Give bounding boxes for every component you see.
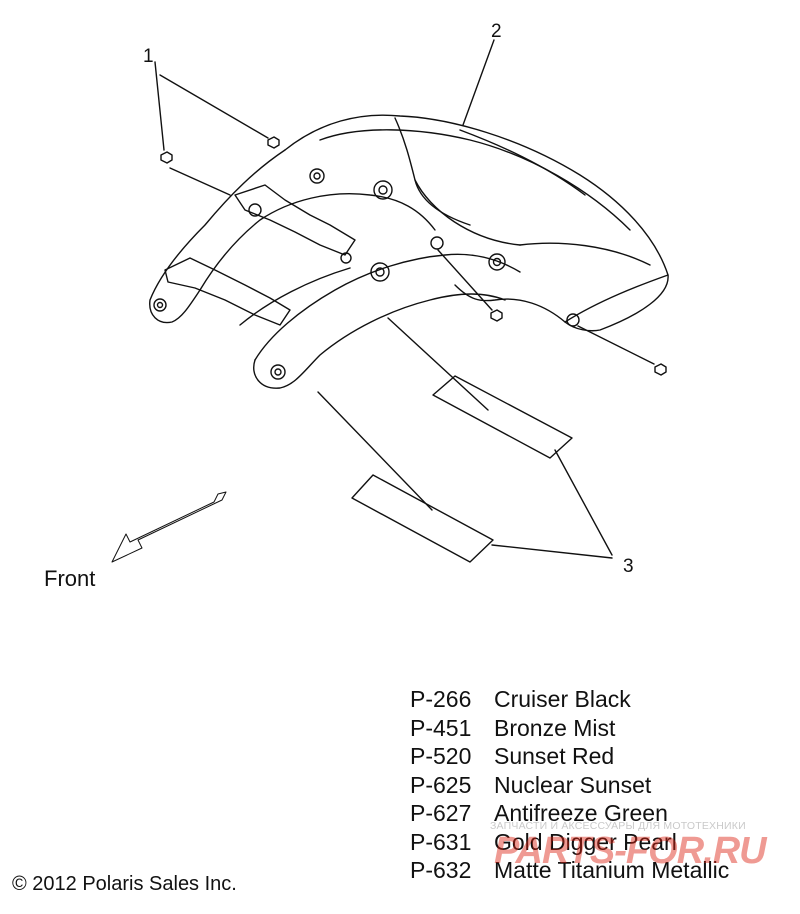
fastener-1b [267, 136, 280, 149]
fender-lower-rim-outer [253, 293, 506, 389]
fastener-1c [490, 309, 503, 322]
fender-inner-arch [149, 149, 286, 324]
callout-2: 2 [491, 21, 502, 42]
bracket-strip-upper [234, 184, 356, 256]
front-arrow-icon [111, 491, 227, 563]
watermark-logo: PARTS-FOR.RU [494, 830, 767, 872]
color-code-list: P-266 Cruiser Black P-451 Bronze Mist P-52… [410, 685, 729, 885]
fender-side-fold [519, 242, 651, 266]
color-code: P-451 [410, 714, 472, 741]
callout-3: 3 [623, 556, 634, 577]
color-row: P-627 Antifreeze Green [410, 799, 729, 828]
fender-inner-arch-2 [199, 193, 436, 291]
color-name: Cruiser Black [494, 686, 631, 712]
color-row: P-631 Gold Digger Pearl [410, 828, 729, 857]
color-row: P-625 Nuclear Sunset [410, 771, 729, 800]
fastener-1a [160, 151, 173, 164]
watermark: ЗАПЧАСТИ И АКСЕССУАРЫ ДЛЯ МОТОТЕХНИКИ PA… [490, 818, 790, 878]
color-row: P-266 Cruiser Black [410, 685, 729, 714]
color-name: Antifreeze Green [494, 800, 668, 826]
fender-lower-rim [254, 253, 521, 361]
front-label: Front [44, 566, 96, 591]
color-code: P-625 [410, 771, 472, 798]
color-row: P-632 Matte Titanium Metallic [410, 856, 729, 885]
color-name: Sunset Red [494, 743, 615, 769]
color-code: P-266 [410, 686, 472, 712]
color-name: Bronze Mist [494, 714, 616, 741]
color-name: Matte Titanium Metallic [494, 857, 730, 883]
watermark-tagline: ЗАПЧАСТИ И АКСЕССУАРЫ ДЛЯ МОТОТЕХНИКИ [490, 820, 746, 832]
fastener-1d [654, 363, 667, 376]
copyright-notice: © 2012 Polaris Sales Inc. [12, 873, 237, 895]
fender-side-panel [414, 179, 521, 246]
color-code: P-632 [410, 857, 472, 883]
color-row: P-520 Sunset Red [410, 742, 729, 771]
callout-1: 1 [143, 46, 154, 67]
color-code: P-520 [410, 743, 472, 769]
bracket-strip-lower [164, 257, 291, 326]
fender-mid-rim [239, 267, 351, 326]
fender-rear-edge [564, 274, 669, 323]
color-code: P-631 [410, 828, 472, 855]
color-name: Gold Digger Pearl [494, 828, 677, 855]
fender-seam [459, 129, 586, 196]
decal-strip-lower [351, 474, 494, 563]
fender-top-crest [319, 129, 631, 231]
color-name: Nuclear Sunset [494, 771, 652, 798]
decal-strip-upper [432, 375, 573, 459]
color-row: P-451 Bronze Mist [410, 714, 729, 743]
color-code: P-627 [410, 800, 472, 826]
fender-top-ridge [394, 117, 471, 226]
